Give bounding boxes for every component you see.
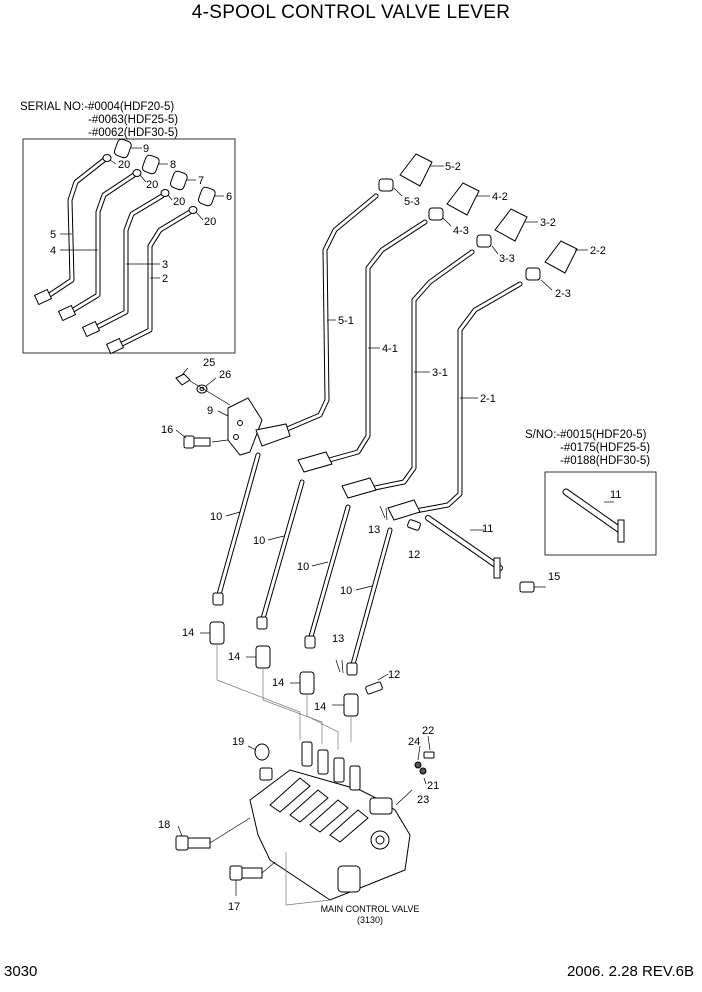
label-10-c: 10 xyxy=(297,561,309,573)
label-3: 3 xyxy=(162,259,168,271)
boots xyxy=(200,621,359,750)
label-15: 15 xyxy=(548,571,560,583)
serial-left-line1: SERIAL NO:-#0004(HDF20-5) xyxy=(20,101,175,113)
label-12-b: 12 xyxy=(388,669,400,681)
label-11-main: 11 xyxy=(482,523,493,535)
label-12-a: 12 xyxy=(408,549,420,561)
label-14-d: 14 xyxy=(314,701,326,713)
label-2-3: 2-3 xyxy=(555,288,571,300)
label-22: 22 xyxy=(422,725,434,737)
label-7-knob: 7 xyxy=(198,175,204,187)
label-20-b: 20 xyxy=(146,179,158,191)
serial-right-line1: S/NO:-#0015(HDF20-5) xyxy=(525,429,647,441)
serial-left-line3: -#0062(HDF30-5) xyxy=(88,127,179,139)
inset-box-right xyxy=(544,471,657,556)
page-title: 4-SPOOL CONTROL VALVE LEVER xyxy=(191,2,511,23)
label-4-1: 4-1 xyxy=(382,343,398,355)
label-2-2: 2-2 xyxy=(590,245,606,257)
serial-right-line3: -#0188(HDF30-5) xyxy=(560,455,651,467)
label-2: 2 xyxy=(162,273,168,285)
label-26: 26 xyxy=(219,369,231,381)
label-3-2: 3-2 xyxy=(540,217,556,229)
label-6-knob: 6 xyxy=(226,191,232,203)
label-4: 4 xyxy=(50,245,56,257)
page-number: 3030 xyxy=(4,963,38,980)
main-knobs xyxy=(378,153,578,281)
label-25: 25 xyxy=(203,357,215,369)
label-9-bracket: 9 xyxy=(207,405,213,417)
label-5-2: 5-2 xyxy=(445,161,461,173)
label-20-a: 20 xyxy=(118,159,130,171)
label-4-3: 4-3 xyxy=(453,225,469,237)
label-18: 18 xyxy=(158,819,170,831)
label-20-c: 20 xyxy=(173,196,185,208)
main-levers xyxy=(277,193,523,515)
inset-levers xyxy=(33,138,216,355)
label-13-a: 13 xyxy=(368,524,380,536)
label-20-d: 20 xyxy=(204,216,216,228)
label-11-inset: 11 xyxy=(610,489,621,501)
inset-leaders xyxy=(60,147,224,279)
label-10-b: 10 xyxy=(253,535,265,547)
label-14-a: 14 xyxy=(182,627,194,639)
serial-note-left: SERIAL NO:-#0004(HDF20-5) -#0063(HDF25-5… xyxy=(20,101,178,140)
main-valve-code: (3130) xyxy=(357,915,383,925)
main-control-valve xyxy=(175,735,435,906)
label-10-d: 10 xyxy=(340,585,352,597)
lever-bracket xyxy=(175,367,421,521)
serial-left-line2: -#0063(HDF25-5) xyxy=(88,114,179,126)
label-2-1: 2-1 xyxy=(480,393,496,405)
label-24: 24 xyxy=(408,736,420,748)
label-16: 16 xyxy=(161,424,173,436)
label-10-a: 10 xyxy=(210,511,222,523)
label-5-1: 5-1 xyxy=(338,315,354,327)
shaft-assembly xyxy=(335,505,546,695)
label-3-1: 3-1 xyxy=(432,367,448,379)
label-19: 19 xyxy=(232,736,244,748)
label-5-3: 5-3 xyxy=(404,196,420,208)
label-8-knob: 8 xyxy=(170,159,176,171)
serial-right-line2: -#0175(HDF25-5) xyxy=(560,442,651,454)
label-21: 21 xyxy=(427,780,439,792)
label-4-2: 4-2 xyxy=(492,191,508,203)
serial-note-right: S/NO:-#0015(HDF20-5) -#0175(HDF25-5) -#0… xyxy=(525,429,650,468)
main-valve-caption: MAIN CONTROL VALVE xyxy=(321,904,420,914)
label-14-c: 14 xyxy=(272,677,284,689)
inset-box-left xyxy=(22,138,236,354)
label-5: 5 xyxy=(50,229,56,241)
label-17: 17 xyxy=(228,901,240,913)
date-revision: 2006. 2.28 REV.6B xyxy=(566,963,694,980)
link-rods xyxy=(212,452,393,676)
label-14-b: 14 xyxy=(228,651,240,663)
label-3-3: 3-3 xyxy=(499,253,515,265)
main-leaders xyxy=(327,165,588,399)
label-23: 23 xyxy=(417,794,429,806)
label-13-b: 13 xyxy=(332,633,344,645)
label-9-knob: 9 xyxy=(143,143,149,155)
inset-shaft xyxy=(562,488,625,543)
